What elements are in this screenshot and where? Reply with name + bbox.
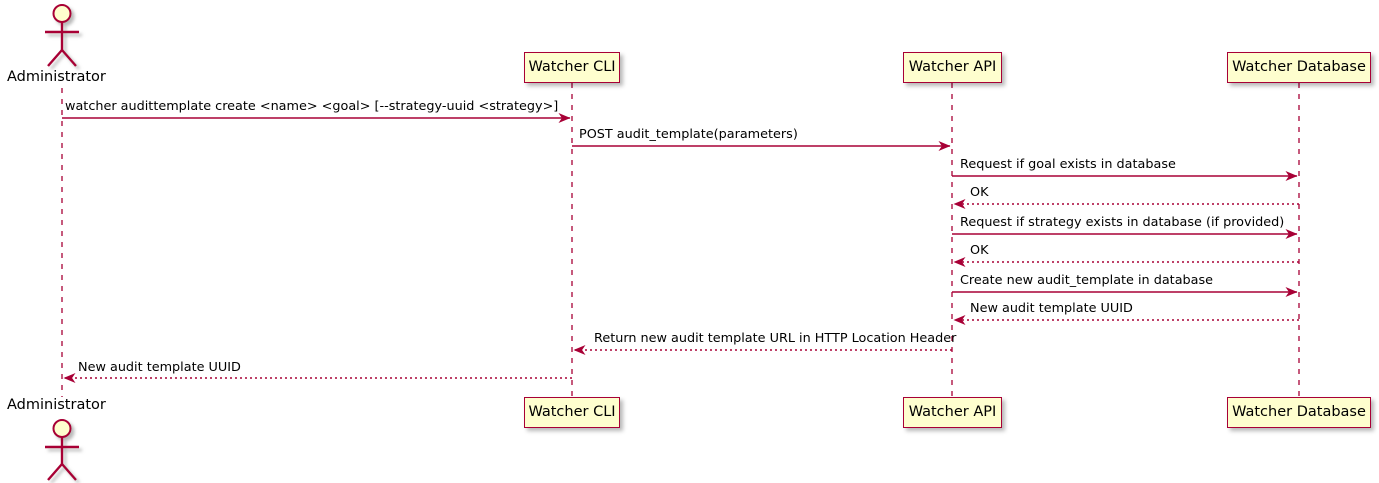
message-label-8: Return new audit template URL in HTTP Lo… [594, 331, 957, 346]
participant-box-watcher-database-top[interactable]: Watcher Database [1227, 52, 1371, 83]
participant-box-watcher-cli-bottom[interactable]: Watcher CLI [524, 397, 620, 428]
participant-label-watcher-database-top: Watcher Database [1232, 59, 1366, 76]
participant-label-watcher-api-top: Watcher API [908, 59, 997, 76]
message-label-6: Create new audit_template in database [960, 273, 1214, 288]
actor-administrator-bottom [45, 419, 79, 481]
message-label-7: New audit template UUID [970, 301, 1133, 316]
message-label-3: OK [970, 185, 989, 200]
participant-box-watcher-cli-top[interactable]: Watcher CLI [524, 52, 620, 83]
message-label-2: Request if goal exists in database [960, 157, 1176, 172]
participant-box-watcher-api-top[interactable]: Watcher API [903, 52, 1002, 83]
participant-box-watcher-database-bottom[interactable]: Watcher Database [1227, 397, 1371, 428]
message-label-5: OK [970, 243, 989, 258]
message-label-9: New audit template UUID [78, 360, 241, 375]
message-label-1: POST audit_template(parameters) [579, 127, 798, 142]
actor-label-administrator-top: Administrator [7, 69, 106, 85]
actor-administrator-top [45, 4, 79, 67]
participant-label-watcher-cli-bottom: Watcher CLI [528, 404, 616, 421]
participant-box-watcher-api-bottom[interactable]: Watcher API [903, 397, 1002, 428]
actor-label-administrator-bottom: Administrator [7, 397, 106, 413]
lifelines [61, 83, 1300, 397]
message-arrows [62, 113, 1299, 383]
message-label-0: watcher audittemplate create <name> <goa… [65, 99, 559, 114]
message-label-4: Request if strategy exists in database (… [960, 215, 1285, 230]
participant-label-watcher-database-bottom: Watcher Database [1232, 404, 1366, 421]
participant-label-watcher-api-bottom: Watcher API [908, 404, 997, 421]
participant-label-watcher-cli-top: Watcher CLI [528, 59, 616, 76]
